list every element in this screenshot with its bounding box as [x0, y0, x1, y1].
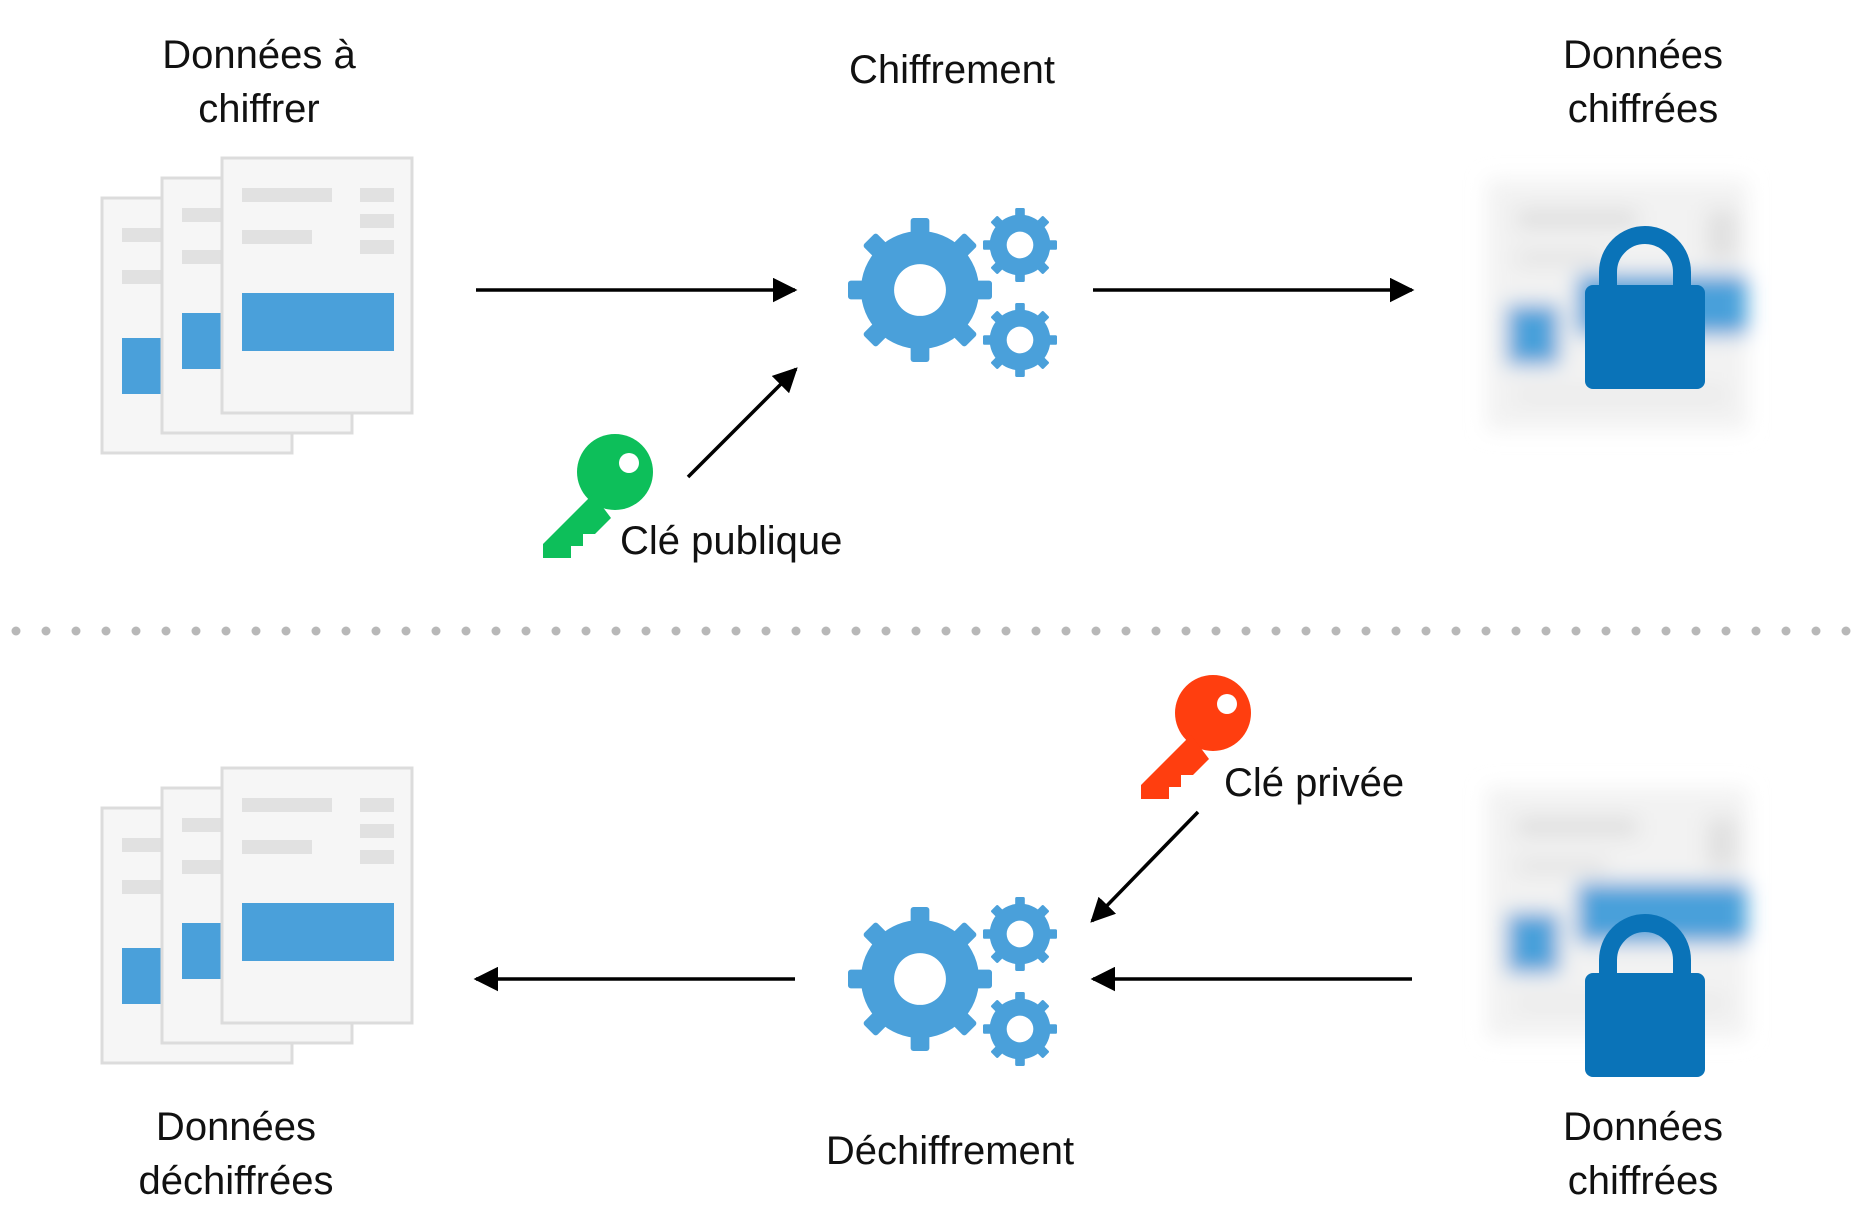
encrypted-input-label-line1: Données — [1562, 1105, 1724, 1149]
source-data-label: Données à chiffrer — [162, 28, 355, 136]
source-documents-icon — [102, 158, 412, 453]
encrypted-data-label: Données chiffrées — [1563, 28, 1723, 136]
decrypted-documents-icon — [102, 768, 412, 1063]
encrypted-input-label-line2: chiffrées — [1567, 1159, 1719, 1203]
encrypted-data-label-line2: chiffrées — [1567, 87, 1719, 131]
decryption-label: Déchiffrement — [825, 1129, 1075, 1173]
arrow-private-key-to-decryption — [1090, 810, 1200, 923]
private-key-label: Clé privée — [1224, 761, 1405, 805]
encryption-gears-icon — [848, 208, 1057, 377]
arrow-public-key-to-encryption — [686, 367, 798, 479]
decrypted-data-label-line1: Données — [155, 1105, 317, 1149]
source-data-label-line2: chiffrer — [198, 87, 320, 131]
decryption-gears-icon — [848, 897, 1057, 1066]
encrypted-data-label-line1: Données — [1562, 33, 1724, 77]
decrypted-data-label: Données déchiffrées — [139, 1100, 334, 1208]
public-key-label: Clé publique — [620, 519, 843, 563]
encrypted-input-label: Données chiffrées — [1563, 1100, 1723, 1208]
encryption-label: Chiffrement — [848, 48, 1056, 92]
source-data-label-line1: Données à — [162, 33, 356, 77]
decrypted-data-label-line2: déchiffrées — [138, 1159, 334, 1203]
